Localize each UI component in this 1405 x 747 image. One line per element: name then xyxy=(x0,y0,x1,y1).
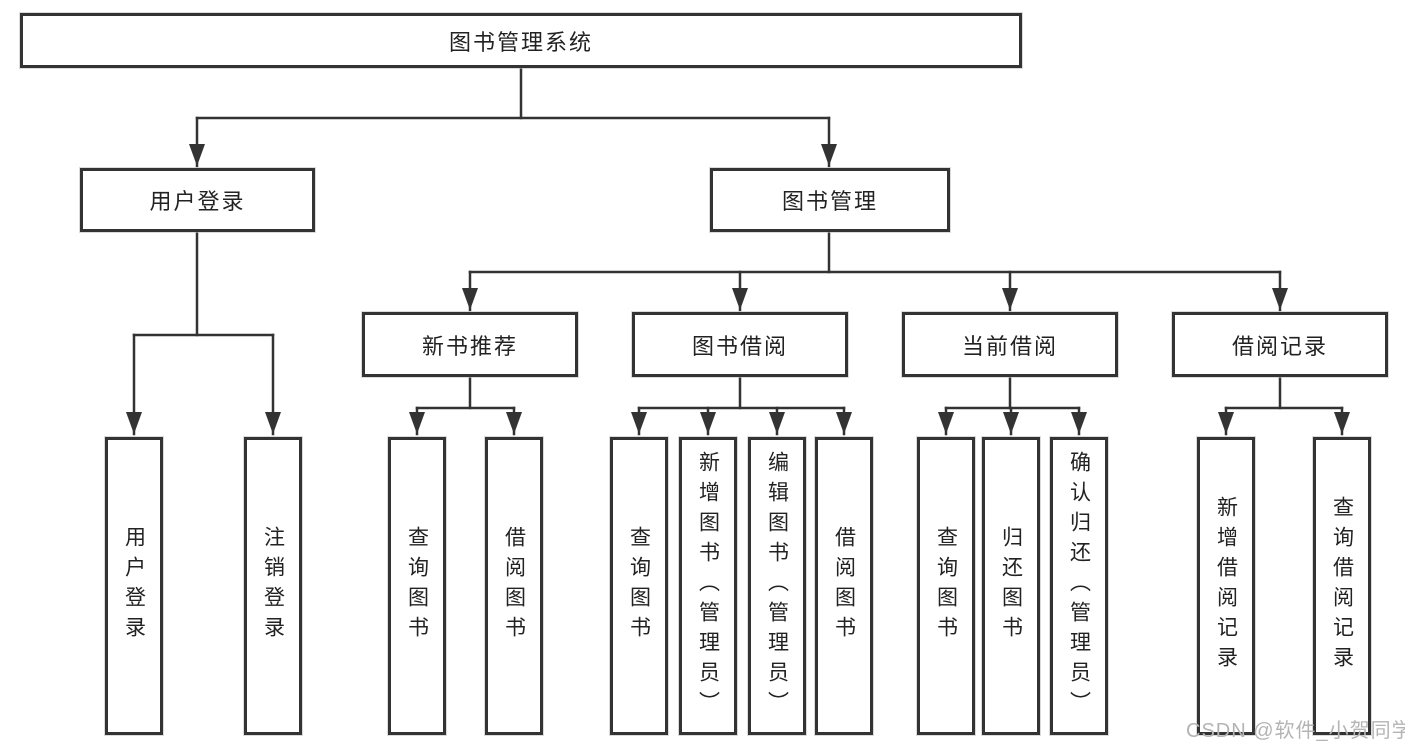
leaf-records-add-record-label: 新增借阅记录 xyxy=(1214,496,1238,676)
node-root: 图书管理系统 xyxy=(20,13,1022,68)
leaf-borrowing-borrow-books: 借阅图书 xyxy=(815,437,873,735)
leaf-records-query-record: 查询借阅记录 xyxy=(1313,437,1371,735)
leaf-current-query-books-label: 查询图书 xyxy=(934,526,958,646)
leaf-current-confirm-return-admin-label: 确认归还（管理员） xyxy=(1067,451,1091,721)
leaf-current-query-books: 查询图书 xyxy=(917,437,975,735)
node-book-borrowing-label: 图书借阅 xyxy=(691,333,788,359)
leaf-borrowing-edit-books-admin-label: 编辑图书（管理员） xyxy=(765,451,789,721)
leaf-recommend-borrow-books: 借阅图书 xyxy=(485,437,543,735)
leaf-user-login: 用户登录 xyxy=(105,437,163,735)
node-root-label: 图书管理系统 xyxy=(448,29,593,55)
node-book-management-label: 图书管理 xyxy=(781,189,878,214)
leaf-borrowing-add-books-admin: 新增图书（管理员） xyxy=(679,437,737,735)
leaf-current-return-books-label: 归还图书 xyxy=(999,526,1023,646)
leaf-borrowing-borrow-books-label: 借阅图书 xyxy=(832,526,856,646)
node-book-management: 图书管理 xyxy=(710,168,950,232)
leaf-borrowing-query-books: 查询图书 xyxy=(610,437,668,735)
node-borrowing-records: 借阅记录 xyxy=(1172,312,1388,377)
leaf-user-login-label: 用户登录 xyxy=(122,526,146,646)
csdn-watermark: CSDN @软件_小贺同学 xyxy=(1186,720,1405,742)
leaf-current-return-books: 归还图书 xyxy=(982,437,1040,735)
leaf-current-confirm-return-admin: 确认归还（管理员） xyxy=(1050,437,1108,735)
node-user-login-label: 用户登录 xyxy=(149,189,246,214)
leaf-records-add-record: 新增借阅记录 xyxy=(1197,437,1255,735)
node-user-login: 用户登录 xyxy=(80,168,315,232)
leaf-borrowing-add-books-admin-label: 新增图书（管理员） xyxy=(696,451,720,721)
node-new-book-recommend-label: 新书推荐 xyxy=(421,333,518,359)
leaf-recommend-borrow-books-label: 借阅图书 xyxy=(502,526,526,646)
node-book-borrowing: 图书借阅 xyxy=(632,312,848,377)
leaf-recommend-query-books: 查询图书 xyxy=(388,437,446,735)
leaf-logout: 注销登录 xyxy=(244,437,302,735)
leaf-records-query-record-label: 查询借阅记录 xyxy=(1330,496,1354,676)
node-current-borrowing-label: 当前借阅 xyxy=(961,333,1058,359)
leaf-borrowing-query-books-label: 查询图书 xyxy=(627,526,651,646)
node-current-borrowing: 当前借阅 xyxy=(902,312,1118,377)
leaf-borrowing-edit-books-admin: 编辑图书（管理员） xyxy=(748,437,806,735)
leaf-logout-label: 注销登录 xyxy=(261,526,285,646)
node-borrowing-records-label: 借阅记录 xyxy=(1231,333,1328,359)
leaf-recommend-query-books-label: 查询图书 xyxy=(405,526,429,646)
node-new-book-recommend: 新书推荐 xyxy=(362,312,578,377)
